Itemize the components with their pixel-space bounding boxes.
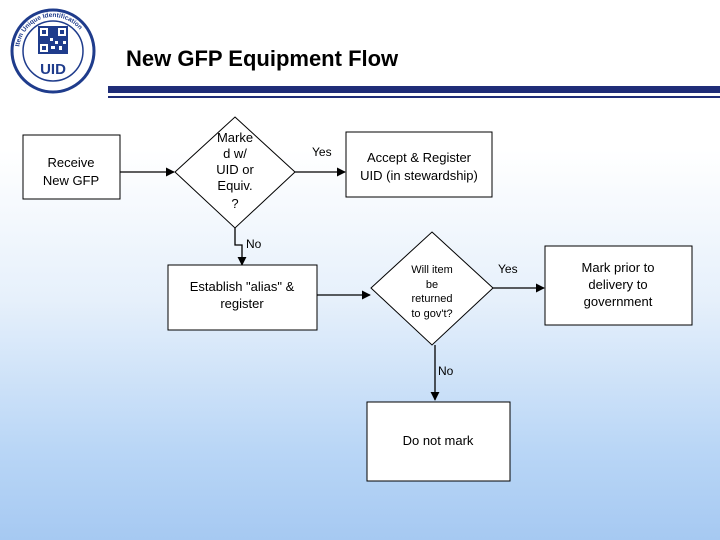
node-establish-alias: Establish "alias" & register	[167, 264, 318, 331]
node-do-not-mark: Do not mark	[366, 401, 511, 482]
node-accept-register: Accept & Register UID (in stewardship)	[345, 131, 493, 198]
node-label-line: be	[426, 279, 438, 291]
node-label-line: Will item	[411, 264, 453, 276]
node-label-line: Mark prior to	[582, 260, 655, 275]
node-label-line: delivery to	[588, 277, 647, 292]
node-label-line: d w/	[223, 146, 247, 161]
node-label-line: register	[220, 296, 264, 311]
edge-label-yes-mark-prior: Yes	[498, 262, 518, 276]
node-label-line: Equiv.	[217, 178, 252, 193]
node-label-line: New GFP	[43, 173, 99, 188]
edge-label-no-alias: No	[246, 237, 262, 251]
node-receive-new-gfp: Receive New GFP	[22, 134, 121, 200]
edge-marked-to-alias	[234, 228, 247, 266]
flow-edges	[120, 167, 545, 401]
node-label-line: Do not mark	[403, 433, 474, 448]
page-title: New GFP Equipment Flow	[126, 46, 399, 71]
node-label-line: Establish "alias" &	[190, 279, 295, 294]
edge-label-no-do-not-mark: No	[438, 364, 454, 378]
node-label-line: Marke	[217, 130, 253, 145]
node-label-line: to gov't?	[411, 308, 452, 320]
node-label-line: Receive	[48, 155, 95, 170]
node-label-line: returned	[412, 293, 453, 305]
uid-logo: Item Unique Identification UID	[10, 8, 96, 94]
node-mark-prior: Mark prior to delivery to government	[544, 245, 693, 326]
edge-label-yes-accept: Yes	[312, 145, 332, 159]
node-marked-decision: Marke d w/ UID or Equiv. ?	[174, 116, 296, 229]
node-label-line: ?	[231, 196, 238, 211]
logo-text: UID	[40, 61, 66, 78]
node-label-line: Accept & Register	[367, 150, 472, 165]
title-rule-thick	[108, 86, 720, 93]
qr-code-icon	[38, 26, 68, 54]
node-returned-decision: Will item be returned to gov't?	[370, 231, 494, 346]
title-rule-thin	[108, 96, 720, 98]
node-label-line: UID or	[216, 162, 254, 177]
node-label-line: government	[584, 294, 653, 309]
node-label-line: UID (in stewardship)	[360, 168, 478, 183]
